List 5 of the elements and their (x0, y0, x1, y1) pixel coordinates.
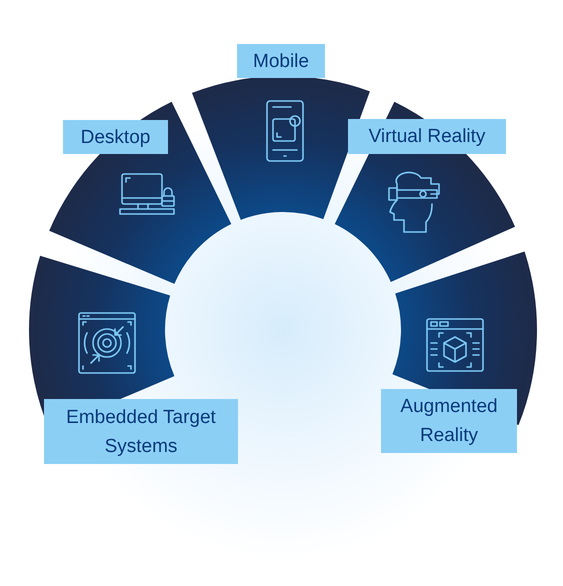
segment-label: Mobile (237, 44, 325, 78)
segment-label: Virtual Reality (348, 119, 506, 154)
segment-label: Embedded Target Systems (44, 399, 238, 464)
segment-label: Desktop (63, 120, 168, 154)
segment-label: Augmented Reality (381, 389, 517, 453)
